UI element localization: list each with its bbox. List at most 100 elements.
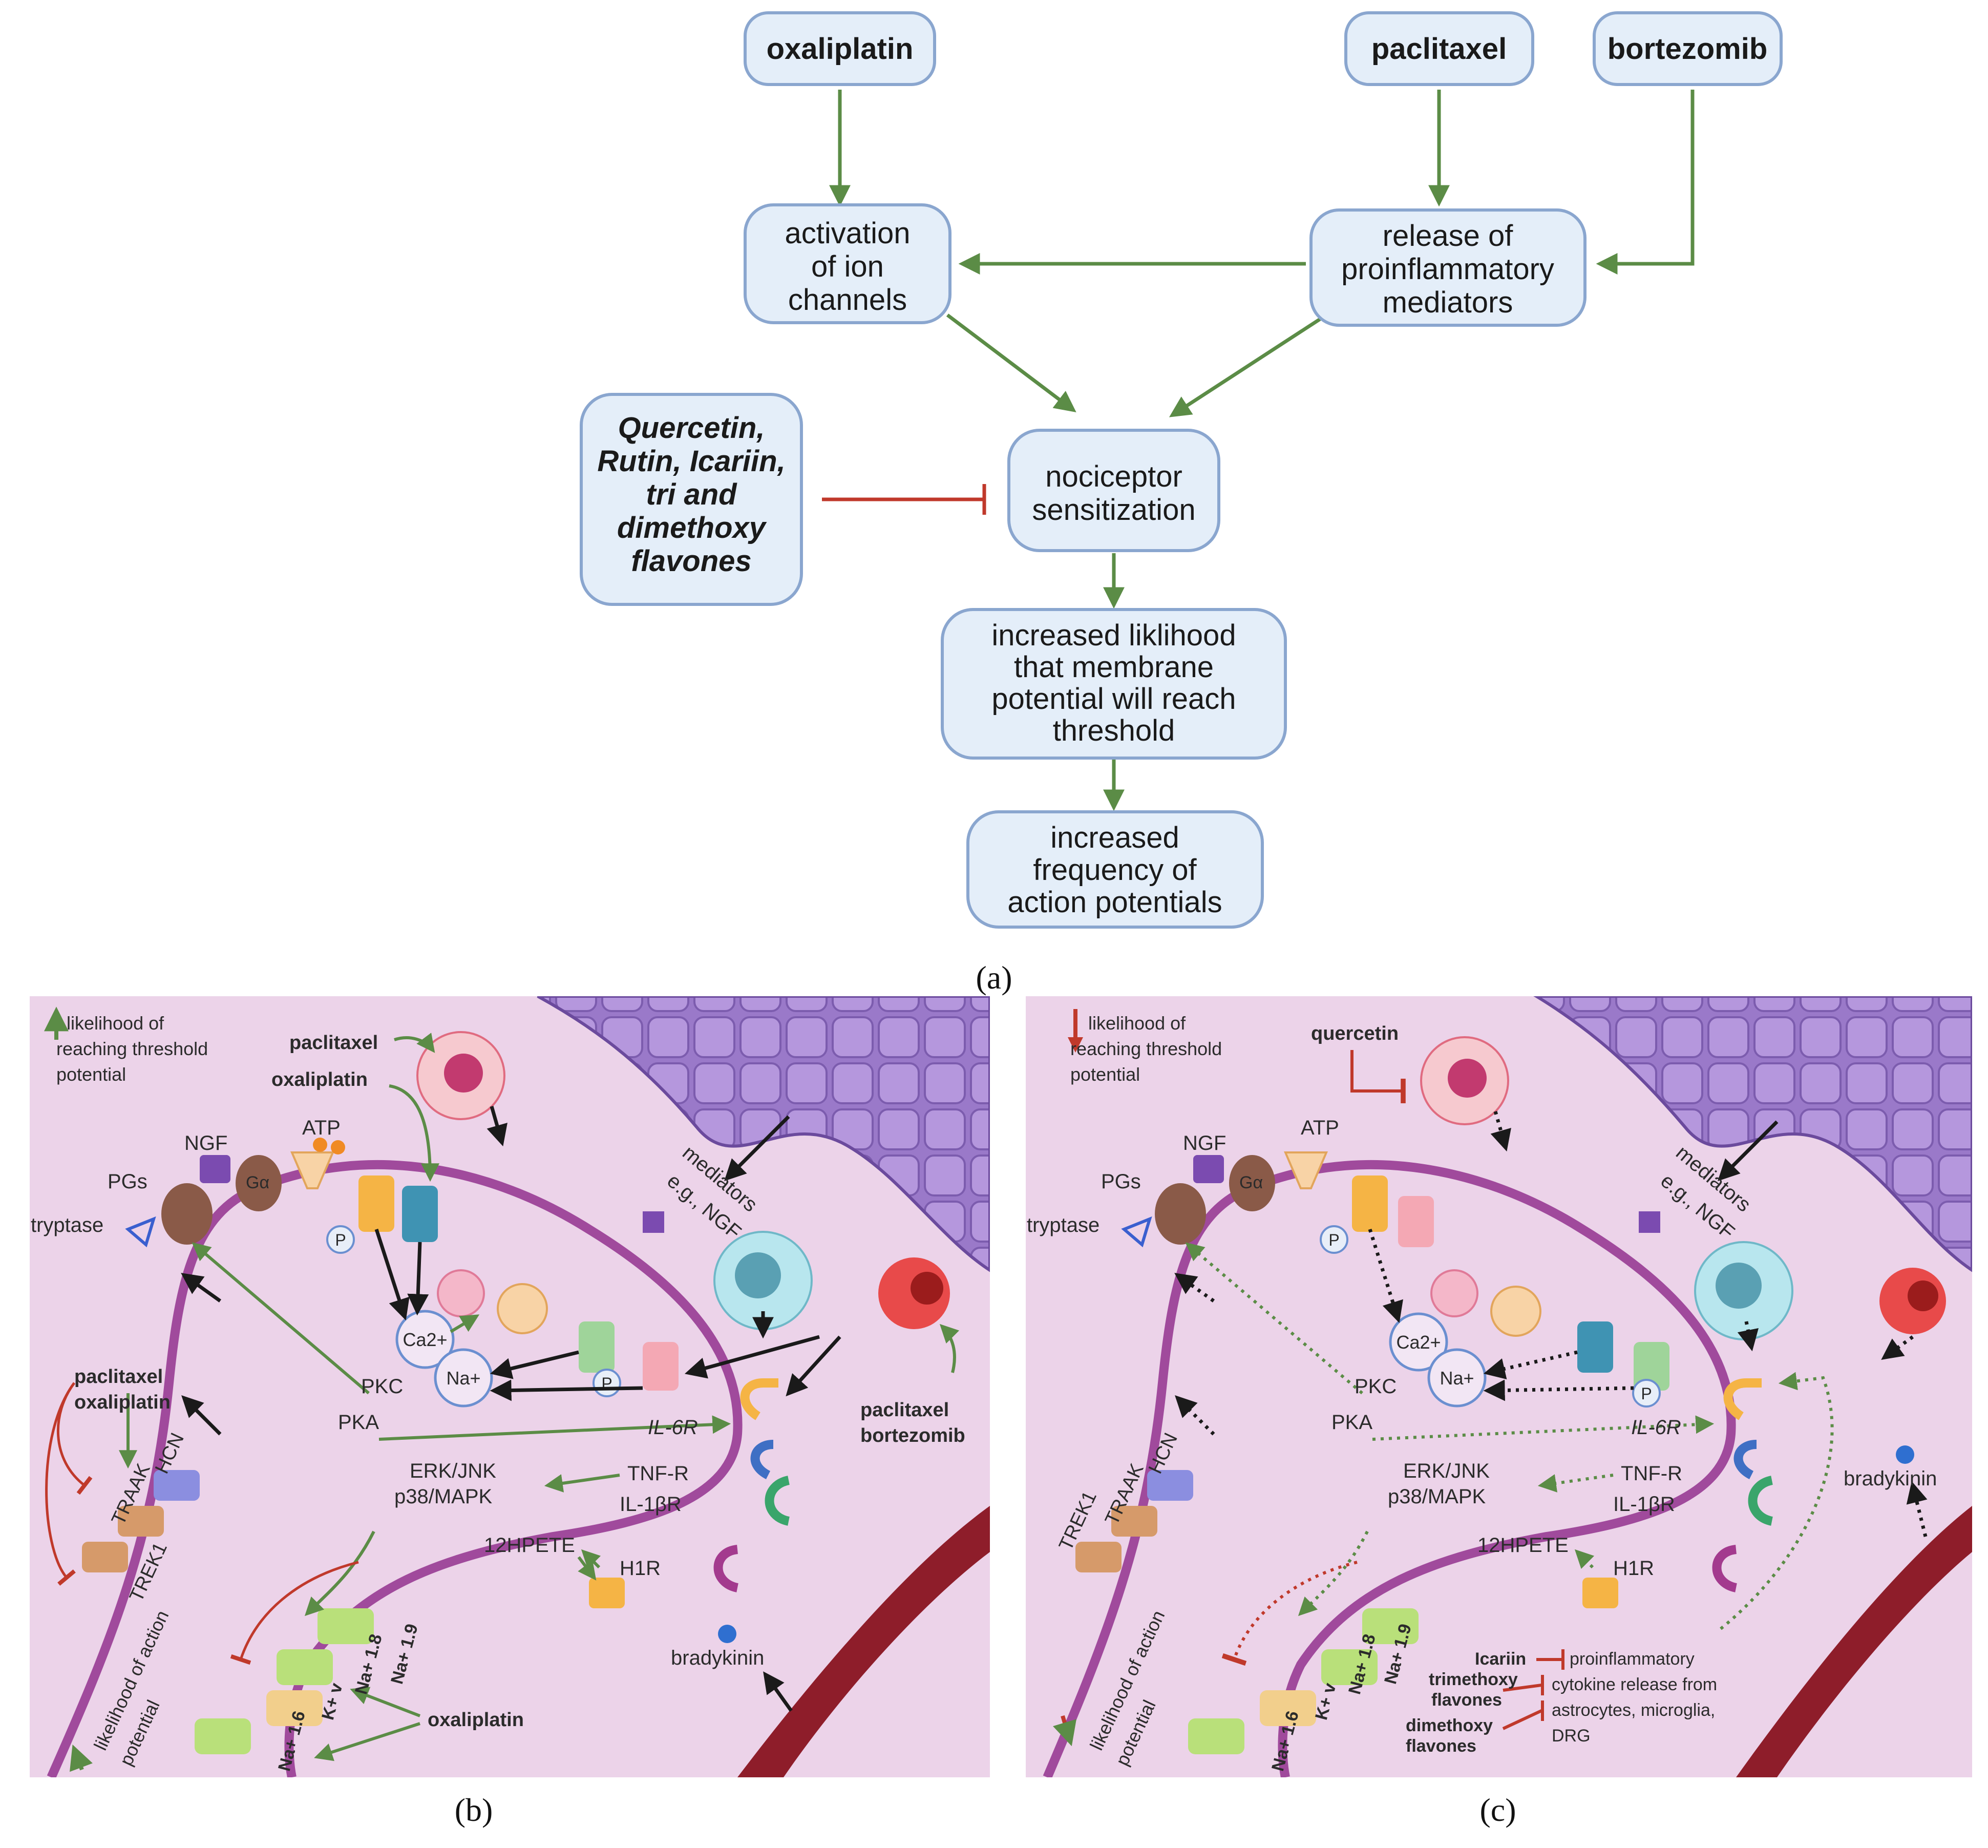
label-galpha: Gα (246, 1173, 269, 1192)
panel-c-illustration: likelihood of reaching threshold potenti… (1026, 996, 1972, 1777)
node-increased-likelihood: increased liklihood that membrane potent… (941, 608, 1287, 760)
arrow-c-erk-to-nav (1298, 1530, 1369, 1616)
arrow-c-h1r-to-12hpete (1574, 1549, 1595, 1569)
node-flavones: Quercetin, Rutin, Icariin, tri and dimet… (580, 393, 803, 606)
nav17-channel-c (1321, 1649, 1378, 1685)
legend-b-line-1: likelihood of (67, 1013, 164, 1034)
activated-immune-nucleus (911, 1272, 943, 1305)
tryptase-receptor-icon-c (1121, 1216, 1152, 1248)
drug-oxaliplatin-top: oxaliplatin (271, 1069, 368, 1090)
arrow-c-tnfr-to-erk (1537, 1474, 1614, 1493)
mast-cell-nucleus-c (1448, 1059, 1487, 1098)
flavones-line-2: Rutin, Icariin, (597, 445, 785, 478)
il6r-receptor (740, 1378, 778, 1420)
hcn-channel (154, 1470, 200, 1501)
ngf-receptor-c (1193, 1155, 1224, 1183)
label-tnfr: TNF-R (627, 1462, 689, 1485)
inhibitor-trimethoxy-2: flavones (1431, 1690, 1502, 1710)
trek1-channel (82, 1542, 128, 1572)
galpha-receptor-c (1229, 1155, 1275, 1211)
atp-dot-2 (331, 1140, 345, 1154)
arrow-paclitaxel-to-mast (394, 1033, 435, 1053)
release-line-3: mediators (1383, 286, 1513, 319)
label-bradykinin-c: bradykinin (1844, 1467, 1937, 1490)
sensitization-line-2: sensitization (1032, 493, 1195, 527)
inhibit-trimethoxy (1503, 1684, 1542, 1692)
label-ngf: NGF (184, 1132, 227, 1154)
inhibit-quercetin-to-mast (1350, 1050, 1406, 1103)
inhibitor-trimethoxy-1: trimethoxy (1429, 1670, 1518, 1689)
tnfr-receptor-c (1733, 1440, 1757, 1480)
arrow-tnfr-to-erk (544, 1474, 620, 1493)
release-line-1: release of (1383, 219, 1514, 253)
arrow-cytokines-to-channel (684, 1335, 820, 1379)
label-pka: PKA (338, 1411, 379, 1434)
label-pkc: PKC (361, 1375, 403, 1398)
node-nociceptor-sensitization: nociceptor sensitization (1007, 429, 1220, 552)
legend-c-line-1: likelihood of (1088, 1013, 1186, 1034)
inhibit-drugs-to-trek1 (45, 1382, 76, 1586)
bradykinin-dot (718, 1625, 736, 1643)
label-tryptase: tryptase (31, 1214, 103, 1236)
hcn-channel-c (1147, 1470, 1193, 1501)
ion-channel-pink (643, 1342, 679, 1391)
arrow-cytokines-to-receptor (786, 1335, 841, 1397)
tryptase-receptor-icon (125, 1216, 156, 1248)
nav-channel-p-c (1634, 1342, 1669, 1391)
il1br-receptor (765, 1476, 790, 1526)
flavones-line-1: Quercetin, (618, 411, 765, 445)
flowchart-panel-a: oxaliplatin paclitaxel bortezomib activa… (580, 11, 1783, 996)
mast-cell-nucleus (444, 1054, 483, 1093)
arrow-release-to-sensitization (1169, 313, 1327, 417)
kv-channel (266, 1690, 323, 1726)
arrow-bortezomib-to-cell (939, 1324, 960, 1373)
arrow-mediators-to-ngf (724, 1115, 790, 1181)
inhibitor-dimethoxy-1: dimethoxy (1406, 1716, 1493, 1735)
node-bortezomib-label: bortezomib (1608, 32, 1768, 66)
arrow-channel-to-na (490, 1350, 579, 1379)
node-paclitaxel-label: paclitaxel (1371, 32, 1507, 66)
ion-channel-pink-c (1398, 1196, 1434, 1247)
pgs-receptor (161, 1183, 213, 1245)
trek1-channel-c (1075, 1542, 1122, 1572)
activation-line-2: of ion (811, 250, 884, 283)
na-label-c: Na+ (1440, 1368, 1474, 1389)
ngf-mediator-square-c (1639, 1211, 1660, 1233)
legend-b-line-2: reaching threshold (56, 1038, 208, 1059)
vesicle-pink (437, 1269, 485, 1317)
target-line-1: proinflammatory (1570, 1649, 1695, 1669)
phospho-p-1-label: P (335, 1231, 346, 1249)
legend-down-arrowhead (1068, 1037, 1083, 1053)
node-bortezomib: bortezomib (1593, 11, 1783, 86)
arrow-h1r-to-12hpete (581, 1549, 601, 1569)
black-arrows (181, 1106, 841, 1712)
cytokine-inhibitors (1502, 1649, 1564, 1730)
label-ngf-c: NGF (1183, 1132, 1226, 1154)
il6r-receptor-c (1723, 1378, 1762, 1420)
label-galpha-c: Gα (1239, 1173, 1263, 1192)
inhibitor-icariin: Icariin (1475, 1649, 1526, 1669)
arrow-c-channel-to-na (1483, 1350, 1578, 1379)
label-pgs: PGs (108, 1170, 147, 1193)
likelihood-line-2: that membrane (1014, 650, 1214, 684)
arrow-activation-to-sensitization (946, 313, 1076, 413)
vesicle-orange-c (1490, 1286, 1541, 1337)
inhibition-edge (822, 484, 986, 515)
nav18-channel-c (1362, 1608, 1419, 1644)
il1br-receptor-c (1748, 1476, 1773, 1526)
flavones-line-5: flavones (631, 544, 751, 578)
arrow-c-cell-to-cytokines (1881, 1335, 1914, 1360)
neuron-membrane-c (1043, 1160, 1736, 1777)
label-il6r-c: IL-6R (1631, 1416, 1681, 1439)
nav18-channel (318, 1608, 374, 1644)
pgs-receptor-c (1155, 1183, 1206, 1245)
label-h1r: H1R (620, 1557, 661, 1580)
dotted-green-arrows (1185, 1242, 1834, 1630)
12hpete-channel-c (1582, 1578, 1618, 1608)
tnfr-receptor (750, 1440, 774, 1480)
arrow-c-mast-to-granules (1490, 1111, 1511, 1152)
atp-dot-1 (313, 1138, 327, 1152)
label-il1br: IL-1βR (620, 1493, 682, 1516)
trpv1-channel (402, 1186, 438, 1242)
